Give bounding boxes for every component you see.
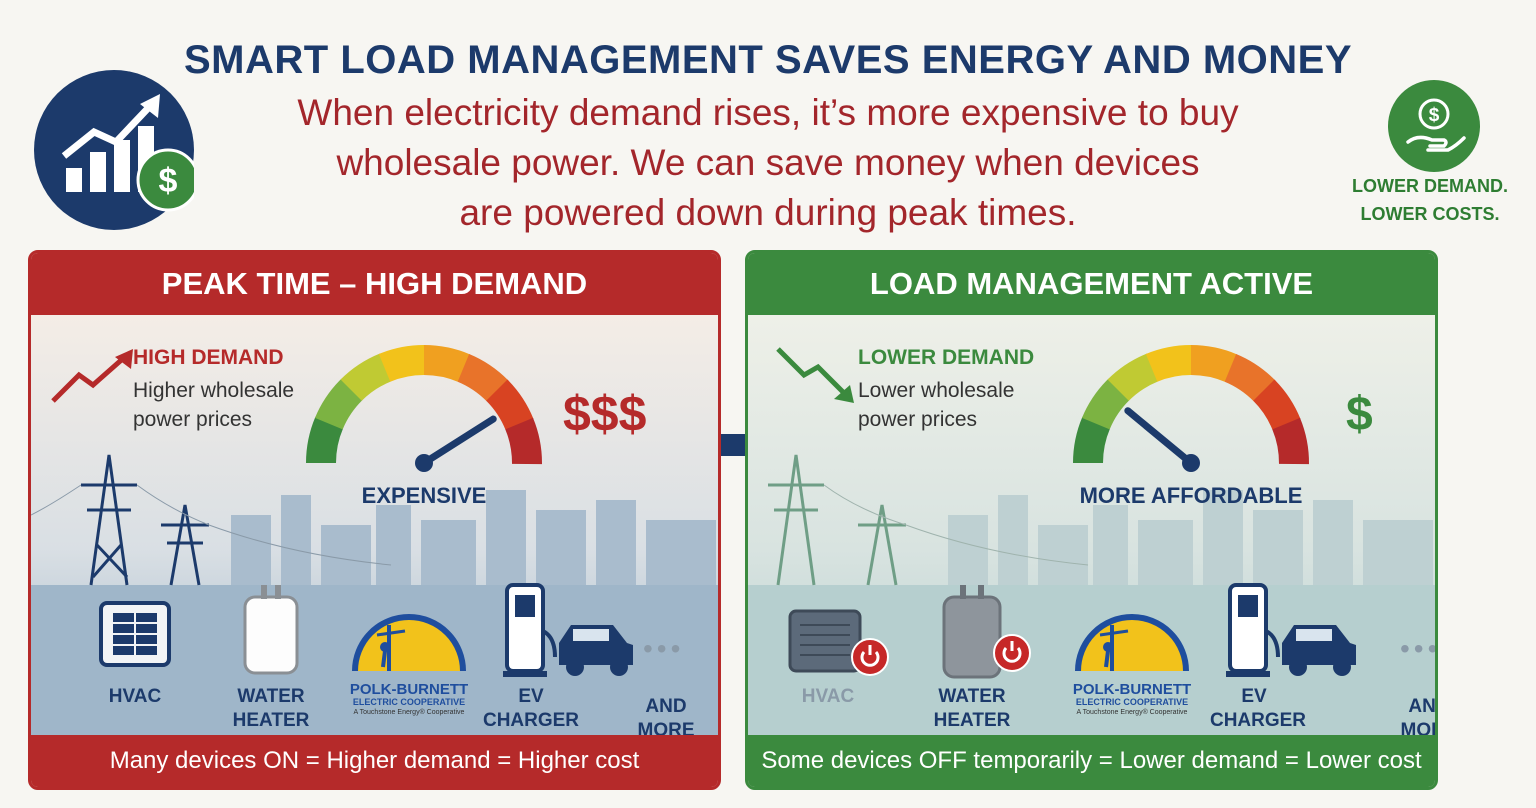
ellipsis-icon: ••• [643, 633, 685, 664]
polk-burnett-logo [352, 614, 466, 672]
gauge-segment [1191, 345, 1238, 383]
coop-name-line-2: ELECTRIC COOPERATIVE [352, 697, 466, 707]
water-heater-label-line-1: WATER [237, 686, 305, 707]
ev-charger-label-line-1: EV [518, 686, 544, 707]
gauge-label: MORE AFFORDABLE [1079, 483, 1303, 508]
water-heater-icon [243, 585, 299, 675]
gauge-segment [1224, 353, 1276, 402]
gauge-segment [1081, 378, 1130, 430]
ev-charger-label-line-2: CHARGER [1209, 710, 1307, 731]
load-management-panel: LOAD MANAGEMENT ACTIVE [745, 250, 1438, 790]
svg-text:$: $ [159, 162, 178, 200]
gauge-segment [1073, 416, 1111, 463]
hvac-unit-off-icon [788, 609, 889, 676]
gauge-segment [1253, 379, 1301, 431]
hand-dollar-icon: $ [1388, 80, 1480, 172]
demand-label: LOWER DEMAND [858, 346, 1035, 369]
water-heater-off-icon [942, 585, 1031, 679]
coop-tagline: A Touchstone Energy® Cooperative [353, 709, 465, 716]
water-heater-label-line-2: HEATER [232, 710, 310, 731]
price-gauge [306, 345, 542, 472]
trend-down-arrow-icon [776, 347, 854, 403]
ev-charger-car-icon [503, 583, 633, 677]
coop-name-line-2: ELECTRIC COOPERATIVE [1075, 697, 1189, 707]
gauge-segment [486, 379, 534, 431]
coop-name: POLK-BURNETT [349, 681, 469, 698]
gauge-segment [1145, 345, 1193, 382]
gauge-segment [378, 345, 426, 382]
gauge-needle [420, 415, 497, 467]
demand-desc-line-1: Higher wholesale [133, 379, 295, 402]
price-gauge [1073, 345, 1309, 472]
polk-burnett-logo [1075, 614, 1189, 672]
ellipsis-icon: ••• [1400, 633, 1438, 664]
peak-time-panel: PEAK TIME – HIGH DEMAND [28, 250, 721, 790]
ev-charger-label-line-2: CHARGER [482, 710, 580, 731]
price-symbol: $ [1346, 388, 1373, 441]
gauge-segment [1107, 353, 1159, 401]
svg-text:$: $ [1429, 105, 1440, 126]
gauge-segment [505, 417, 542, 465]
gauge-segment [457, 353, 509, 402]
trend-up-arrow-icon [51, 349, 133, 403]
scene: HIGH DEMAND Higher wholesale power price… [31, 315, 718, 741]
subtitle-line-1: When electricity demand rises, it’s more… [297, 92, 1239, 133]
price-symbol: $$$ [563, 386, 647, 442]
tag-line-1: LOWER DEMAND. [1352, 176, 1508, 196]
tag-line-2: LOWER COSTS. [1360, 204, 1500, 224]
demand-label: HIGH DEMAND [133, 346, 284, 369]
chart-growth-dollar-icon: $ [34, 70, 194, 230]
gauge-segment [424, 345, 471, 383]
panel-footer: Some devices OFF temporarily = Lower dem… [748, 735, 1435, 787]
hvac-unit-icon [99, 601, 171, 667]
scene: LOWER DEMAND Lower wholesale power price… [748, 315, 1435, 741]
ev-charger-label-line-1: EV [1241, 686, 1267, 707]
demand-desc-line-2: power prices [133, 408, 253, 431]
coop-name: POLK-BURNETT [1072, 681, 1192, 698]
gauge-segment [306, 416, 344, 463]
gauge-label: EXPENSIVE [361, 483, 487, 508]
hvac-label: HVAC [108, 686, 162, 707]
ev-charger-car-icon [1226, 583, 1356, 677]
gauge-segment [1272, 417, 1309, 465]
gauge-segment [340, 353, 392, 401]
gauge-needle [1124, 407, 1195, 467]
water-heater-label-line-1: WATER [938, 686, 1006, 707]
demand-desc-line-1: Lower wholesale [858, 379, 1015, 402]
subtitle-line-2: wholesale power. We can save money when … [336, 142, 1200, 183]
panel-heading: LOAD MANAGEMENT ACTIVE [748, 253, 1435, 315]
demand-desc-line-2: power prices [858, 408, 978, 431]
page-title: SMART LOAD MANAGEMENT SAVES ENERGY AND M… [184, 38, 1352, 82]
hvac-label: HVAC [801, 686, 855, 707]
gauge-segment [314, 378, 363, 430]
panel-heading: PEAK TIME – HIGH DEMAND [31, 253, 718, 315]
water-heater-label-line-2: HEATER [933, 710, 1011, 731]
subtitle-line-3: are powered down during peak times. [459, 192, 1077, 233]
coop-tagline: A Touchstone Energy® Cooperative [1076, 709, 1188, 716]
panel-footer: Many devices ON = Higher demand = Higher… [31, 735, 718, 787]
